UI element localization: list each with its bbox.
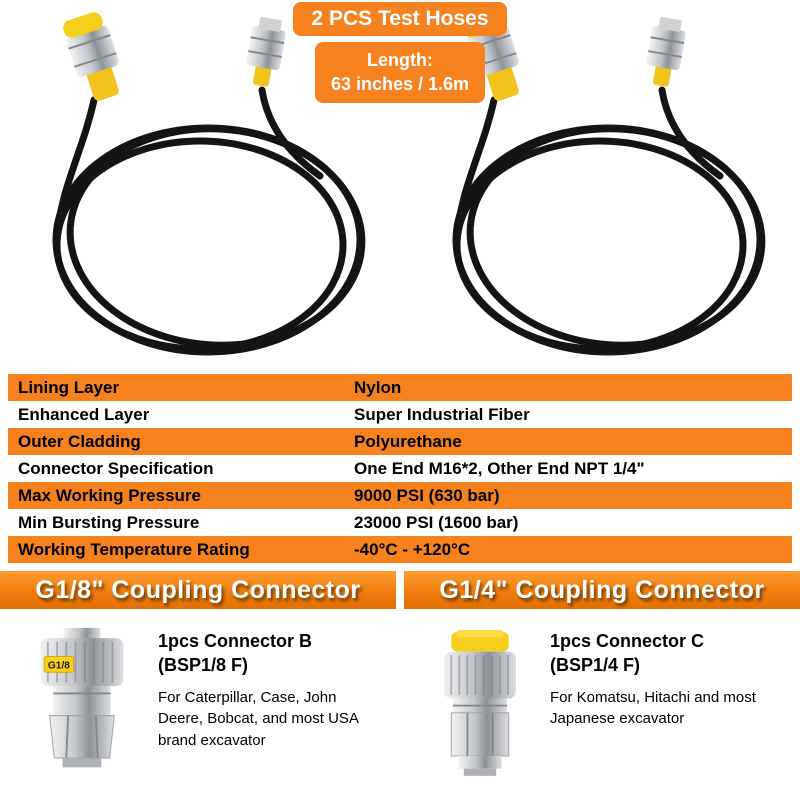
connector-panel-g14: G1/4" Coupling Connector: [404, 571, 800, 791]
connector-b-photo: G1/8: [40, 627, 124, 768]
spec-value: 23000 PSI (1600 bar): [354, 512, 519, 532]
spec-row: Lining Layer Nylon: [8, 374, 792, 401]
spec-label: Connector Specification: [18, 458, 214, 478]
spec-label: Enhanced Layer: [18, 404, 150, 424]
spec-row: Min Bursting Pressure 23000 PSI (1600 ba…: [8, 509, 792, 536]
connector-panels: G1/8" Coupling Connector G1/8: [0, 571, 800, 791]
connector-text: 1pcs Connector B (BSP1/8 F) For Caterpil…: [158, 623, 383, 775]
spec-row: Working Temperature Rating -40°C - +120°…: [8, 536, 792, 563]
connector-panel-g18: G1/8" Coupling Connector G1/8: [0, 571, 396, 791]
connector-description: For Caterpillar, Case, John Deere, Bobca…: [158, 688, 359, 750]
connector-panel-body: G1/8 1pcs Connector B (BSP1/8 F) For Cat…: [0, 609, 396, 775]
hose-photos: [0, 0, 800, 366]
spec-value: -40°C - +120°C: [354, 539, 471, 559]
connector-name: 1pcs Connector C (BSP1/4 F): [550, 631, 705, 676]
hero-section: 2 PCS Test Hoses Length: 63 inches / 1.6…: [0, 0, 800, 372]
spec-label: Max Working Pressure: [18, 485, 201, 505]
spec-value: 9000 PSI (630 bar): [354, 485, 500, 505]
spec-row: Connector Specification One End M16*2, O…: [8, 455, 792, 482]
npt-fitting-icon: [646, 16, 686, 87]
m16-fitting-icon: [63, 12, 119, 101]
connector-tag-label: G1/8: [48, 661, 70, 672]
spec-value: Super Industrial Fiber: [354, 404, 530, 424]
spec-label: Working Temperature Rating: [18, 539, 250, 559]
spec-label: Outer Cladding: [18, 431, 141, 451]
connector-name: 1pcs Connector B (BSP1/8 F): [158, 631, 313, 676]
connector-text: 1pcs Connector C (BSP1/4 F) For Komatsu,…: [550, 623, 775, 791]
spec-value: One End M16*2, Other End NPT 1/4": [354, 458, 645, 478]
spec-label: Lining Layer: [18, 377, 120, 397]
connector-c-photo: [444, 630, 516, 776]
test-hose-photo-left: [52, 12, 366, 356]
connector-panel-body: 1pcs Connector C (BSP1/4 F) For Komatsu,…: [404, 609, 800, 791]
connector-panel-header: G1/4" Coupling Connector: [404, 571, 800, 609]
test-hose-photo-right: [452, 12, 766, 356]
spec-row: Max Working Pressure 9000 PSI (630 bar): [8, 482, 792, 509]
m16-fitting-icon: [463, 12, 519, 101]
spec-row: Enhanced Layer Super Industrial Fiber: [8, 401, 792, 428]
npt-fitting-icon: [246, 16, 286, 87]
connector-panel-header: G1/8" Coupling Connector: [0, 571, 396, 609]
spec-row: Outer Cladding Polyurethane: [8, 428, 792, 455]
spec-value: Polyurethane: [354, 431, 462, 451]
spec-label: Min Bursting Pressure: [18, 512, 200, 532]
spec-value: Nylon: [354, 377, 402, 397]
connector-description: For Komatsu, Hitachi and most Japanese e…: [550, 688, 756, 728]
spec-table: Lining Layer Nylon Enhanced Layer Super …: [8, 374, 792, 563]
